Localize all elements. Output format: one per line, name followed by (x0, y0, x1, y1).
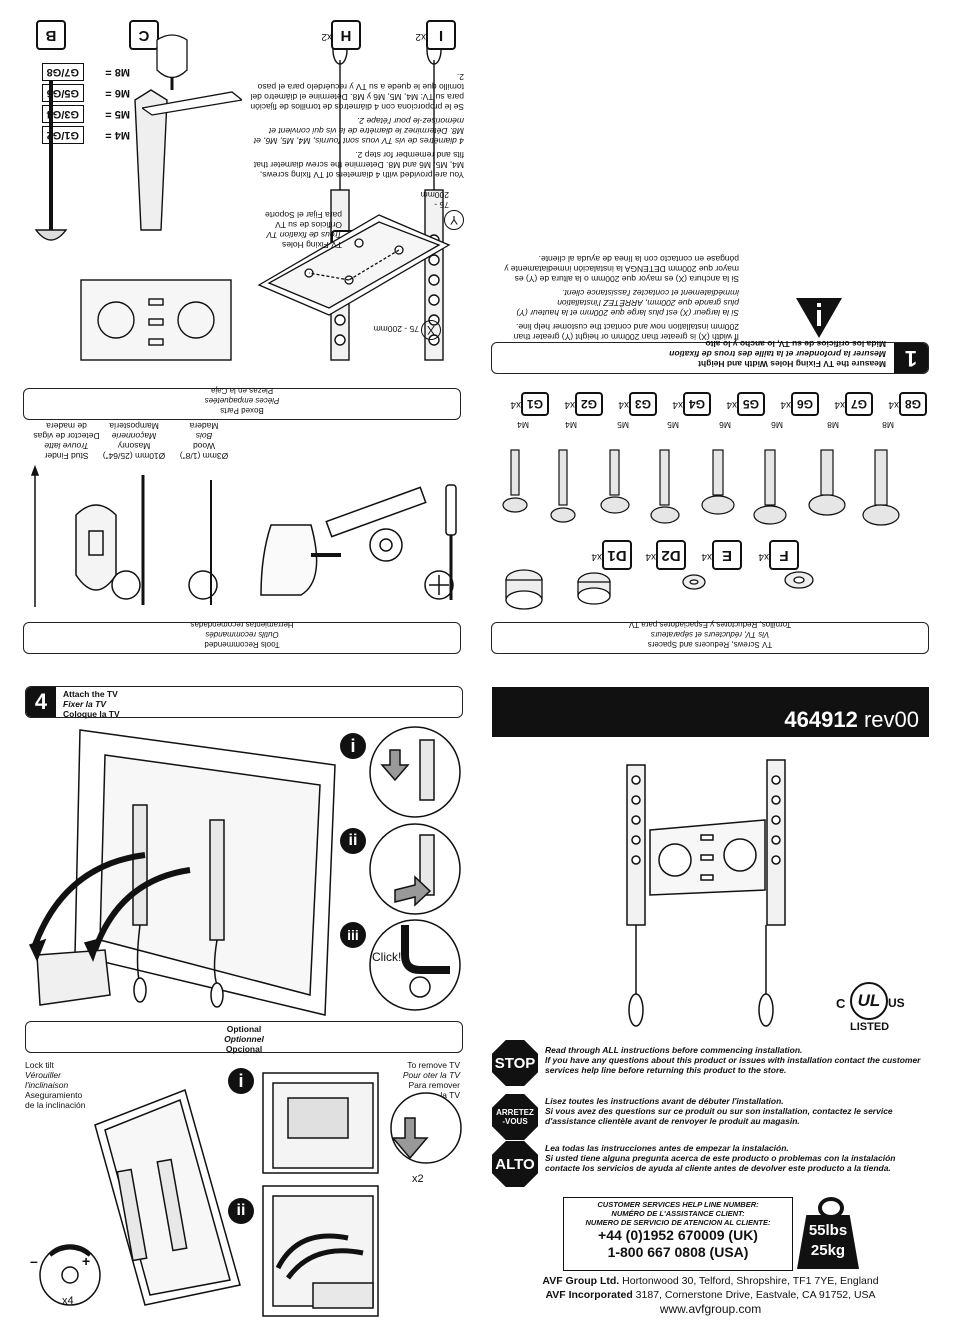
product-mount-illustration (626, 759, 786, 1027)
helpline-uk: +44 (0)1952 670009 (UK) (598, 1227, 758, 1243)
company-uk-address: Hortonwood 30, Telford, Shropshire, TF1 … (622, 1275, 879, 1287)
company-us-address: 3187, Cornerstone Drive, Eastvale, CA 91… (635, 1289, 876, 1301)
spacers-illustration (505, 569, 814, 610)
hand-screw-icon (142, 34, 242, 116)
warning-triangle-icon (796, 298, 842, 338)
step4-title-en: Attach the TV (63, 689, 118, 699)
lock-qty: x4 (62, 1295, 74, 1307)
ul-listed-mark: C UL US LISTED (836, 980, 916, 1036)
ul-listed: LISTED (850, 1021, 890, 1033)
lock-tilt-drawing (39, 1089, 241, 1306)
arretez-sign-icon: ARRETEZ -VOUS (492, 1094, 538, 1140)
step4-detail-circles (369, 726, 461, 1011)
revision: rev00 (863, 707, 919, 732)
step1-measure-area: X 75 - 200mm Y 75 - 200mm TV Fixing Hole… (0, 0, 954, 670)
table-row: M6 = G5/G6 (24, 84, 130, 102)
step4-sub-i: i (340, 733, 366, 759)
optional-title-fr: Optionnel (224, 1034, 264, 1044)
table-row: M5 = G3/G4 (24, 105, 130, 123)
diam-en: You are provided with 4 diameters of TV … (253, 150, 464, 180)
company-info: AVF Group Ltd. Hortonwood 30, Telford, S… (492, 1274, 929, 1316)
warning-fr-line1: Lisez toutes les instructions avant de d… (545, 1096, 784, 1106)
company-uk-name: AVF Group Ltd. (542, 1275, 620, 1287)
helpline-label-en: CUSTOMER SERVICES HELP LINE NUMBER: (597, 1200, 759, 1209)
step4-title-fr: Fixer la TV (63, 699, 106, 709)
upside-down-section: Tools Recommended Outils recommandés Her… (0, 0, 954, 670)
part-number: 464912 (784, 707, 858, 732)
remove-tv-drawing (262, 1072, 462, 1317)
remove-sub-ii: ii (228, 1198, 254, 1224)
ul-circle-icon: UL (850, 982, 888, 1020)
warning-fr-line2: Si vous avez des questions sur ce produi… (545, 1106, 893, 1126)
x-range-label: 75 - 200mm (373, 324, 419, 334)
screws-illustration (502, 449, 900, 526)
weight-kg: 25kg (810, 1242, 846, 1259)
y-dimension-icon: Y (444, 210, 464, 230)
tv-frame-drawing (257, 214, 451, 316)
x-dimension-icon: X (421, 320, 441, 340)
warning-es-line1: Lea todas las instrucciones antes de emp… (545, 1143, 789, 1153)
warning-es: Lea todas las instrucciones antes de emp… (545, 1143, 930, 1173)
stop-sign-icon: STOP (492, 1040, 538, 1086)
y-range-label: 75 - 200mm (420, 190, 449, 210)
step4-tv-drawing (28, 729, 336, 1016)
company-website[interactable]: www.avfgroup.com (659, 1302, 762, 1316)
helpline-label-fr: NUMÉRO DE L'ASSISTANCE CLIENT: (611, 1209, 745, 1218)
step4-sub-iii: iii (340, 922, 366, 948)
minus-icon: – (30, 1253, 38, 1269)
warning-fr: Lisez toutes les instructions avant de d… (545, 1096, 930, 1126)
click-label: Click! (372, 950, 402, 964)
warning-es-line2: Si usted tiene alguna pregunta acerca de… (545, 1153, 896, 1173)
optional-title-es: Opcional (225, 1044, 263, 1054)
remove-sub-i: i (228, 1068, 254, 1094)
warning-en-line1: Read through ALL instructions before com… (545, 1045, 803, 1055)
tools-illustration (30, 465, 457, 607)
helpline-label-es: NUMERO DE SERVICIO DE ATENCION AL CLIENT… (585, 1218, 771, 1227)
step4-sub-ii: ii (340, 828, 366, 854)
weight-lbs: 55lbs (808, 1222, 848, 1239)
part-number-bar: 464912 rev00 (492, 687, 929, 737)
helpline-box: CUSTOMER SERVICES HELP LINE NUMBER: NUMÉ… (563, 1197, 793, 1271)
diam-fr: 4 diamètres de vis TV vous sont fournis,… (253, 116, 464, 146)
remove-qty: x2 (412, 1173, 424, 1185)
step4-number-badge: 4 (26, 687, 56, 717)
warning-en-line2: If you have any questions about this pro… (545, 1055, 921, 1075)
weight-badge: 55lbs 25kg (797, 1197, 859, 1269)
step4-title-es: Coloque la TV (63, 709, 120, 719)
plus-icon: + (82, 1253, 91, 1269)
alto-sign-icon: ALTO (492, 1141, 538, 1187)
screw-size-table: M4 = G1/G2 M5 = G3/G4 M6 = G5/G6 M8 = G7… (24, 63, 130, 144)
table-row: M8 = G7/G8 (24, 63, 130, 81)
helpline-usa: 1-800 667 0808 (USA) (607, 1244, 749, 1260)
optional-header: Optional Optionnel Opcional (25, 1021, 463, 1054)
diameter-text: You are provided with 4 diameters of TV … (249, 72, 464, 180)
step4-header: 4 Attach the TV Fixer la TV Coloque la T… (25, 686, 463, 719)
optional-title-en: Optional (226, 1024, 262, 1034)
ul-us: US (888, 996, 905, 1010)
ul-c: C (836, 996, 846, 1011)
table-row: M4 = G1/G2 (24, 126, 130, 144)
warning-en: Read through ALL instructions before com… (545, 1045, 930, 1075)
company-us-name: AVF Incorporated (545, 1289, 633, 1301)
diam-es: Se le proporciona con 4 diámetros de tor… (250, 72, 464, 112)
